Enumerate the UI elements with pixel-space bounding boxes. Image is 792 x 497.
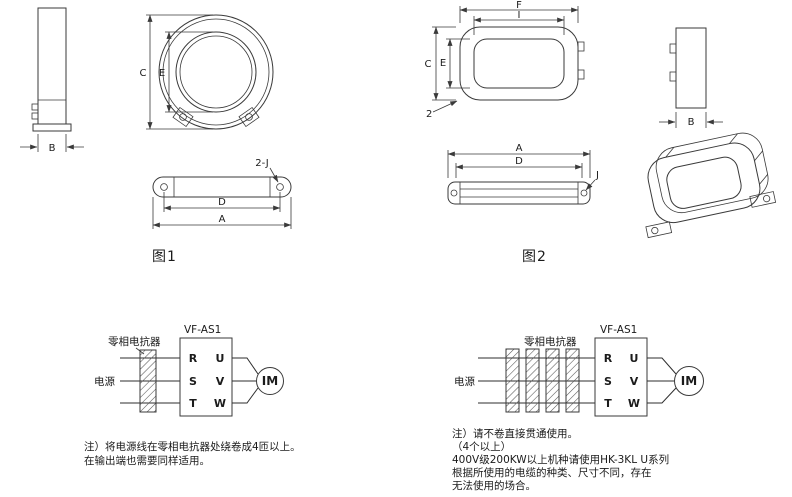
fig2-dim-e-label: E xyxy=(440,58,446,69)
sch1-power-label: 电源 xyxy=(94,375,115,388)
fig1-mount-tab-right xyxy=(238,106,260,128)
sch2-terminal-t: T xyxy=(604,397,612,410)
fig1-side-view: B xyxy=(20,7,84,154)
fig2-dim-b-label: B xyxy=(688,117,695,128)
fig2-3d-foot-right xyxy=(749,191,777,208)
sch2-motor-circle xyxy=(674,366,704,396)
sch1-terminal-v: V xyxy=(216,375,225,388)
fig2-top-tab-2 xyxy=(577,69,585,80)
fig2-bottom-view: A D J xyxy=(447,143,599,205)
fig2-top-view: F I C E 2 xyxy=(425,0,585,120)
sch2-reactor-label: 零相电抗器 xyxy=(524,335,577,348)
sch2-terminal-v: V xyxy=(630,375,639,388)
sch2-note-line-3: 400V级200KW以上机种请使用HK-3KL U系列 xyxy=(452,453,669,466)
fig2-dim-f-label: F xyxy=(516,0,522,11)
fig1-ring-outer-circle xyxy=(158,14,274,130)
sch2-drive-label: VF-AS1 xyxy=(600,324,637,336)
fig2-top-inner xyxy=(473,38,565,89)
fig1-ring-inner-circle xyxy=(175,31,257,113)
sch1-motor-label: IM xyxy=(262,374,278,388)
sch2-inverter-box xyxy=(594,337,648,417)
sch2-note-line-5: 无法使用的场合。 xyxy=(452,479,536,492)
sch2-terminal-w: W xyxy=(628,397,640,410)
fig2-hole-left xyxy=(450,189,458,197)
sch2-terminal-r: R xyxy=(604,352,613,365)
sch1-note-line-2: 在输出端也需要同样适用。 xyxy=(84,454,210,467)
sch1-terminal-w: W xyxy=(214,397,226,410)
fig1-side-tab-1 xyxy=(31,103,39,111)
schematic2: 零相电抗器 VF-AS1 电源 R S T U V W IM 注）请不卷直接贯通… xyxy=(452,324,704,492)
fig1-dim-d-label: D xyxy=(218,197,226,208)
sch2-reactor-core-3 xyxy=(545,348,560,413)
fig2-hole-right xyxy=(580,189,588,197)
fig1-side-body xyxy=(37,7,67,125)
fig2-3d-outer xyxy=(647,142,761,224)
sch1-note-line-1: 注）将电源线在零相电抗器处绕卷成4匝以上。 xyxy=(84,440,301,453)
sch2-terminal-u: U xyxy=(630,352,639,365)
fig1-base-plate xyxy=(152,176,292,198)
sch1-inverter-box xyxy=(179,337,233,417)
fig1-dim-c-label: C xyxy=(140,68,147,79)
fig2-caption: 图2 xyxy=(522,249,547,265)
fig2-side-body xyxy=(675,27,707,109)
sch2-note-line-2: （4个以上） xyxy=(452,441,511,453)
fig2-thickness-label: 2 xyxy=(426,109,432,120)
fig2-dim-i-label: I xyxy=(518,10,521,21)
sch2-reactor-core-4 xyxy=(565,348,580,413)
sch1-terminal-r: R xyxy=(189,352,198,365)
fig2-top-outer xyxy=(459,26,579,101)
fig2-3d-inner xyxy=(666,156,742,209)
fig2-dim-j-label: J xyxy=(595,170,599,181)
sch2-reactor-core-2 xyxy=(525,348,540,413)
sch2-reactor-core-1 xyxy=(505,348,520,413)
fig1-hole-right xyxy=(276,183,284,191)
fig1-dim-a-label: A xyxy=(219,214,226,225)
fig2-dim-a-label: A xyxy=(516,143,523,154)
sch2-terminal-s: S xyxy=(604,375,612,388)
fig1-front-view: C E xyxy=(140,14,274,130)
fig2-top-tab-1 xyxy=(577,41,585,52)
fig2-base-plate xyxy=(447,181,591,205)
fig1-side-base xyxy=(32,123,72,132)
sch2-motor-label: IM xyxy=(681,374,697,388)
fig2-dim-d-label: D xyxy=(515,156,523,167)
fig2-3d-foot-left xyxy=(645,221,673,239)
figure2: F I C E 2 xyxy=(425,0,777,265)
sch1-terminal-s: S xyxy=(189,375,197,388)
fig2-3d-view xyxy=(645,132,777,239)
fig2-side-tab-2 xyxy=(669,71,677,82)
sch1-drive-label: VF-AS1 xyxy=(184,324,221,336)
fig2-dim-c-label: C xyxy=(425,59,432,70)
fig1-dim-b-label: B xyxy=(49,143,56,154)
fig1-caption: 图1 xyxy=(152,249,177,265)
sch2-power-label: 电源 xyxy=(454,375,475,388)
fig1-bottom-view: 2-J D A xyxy=(152,158,292,229)
sch1-terminal-u: U xyxy=(216,352,225,365)
sch1-terminal-t: T xyxy=(189,397,197,410)
sch1-motor-circle xyxy=(256,367,284,395)
fig2-side-view: B xyxy=(659,27,723,128)
sch2-note-line-4: 根据所使用的电缆的种类、尺寸不同，存在 xyxy=(452,466,652,479)
fig1-holes-label: 2-J xyxy=(255,158,268,169)
sch2-note-line-1: 注）请不卷直接贯通使用。 xyxy=(452,427,578,440)
figure1: B C E xyxy=(20,7,292,265)
fig2-side-tab-1 xyxy=(669,43,677,54)
fig1-mount-tab-left xyxy=(172,106,194,128)
sch1-reactor-core xyxy=(139,349,157,413)
fig1-side-tab-2 xyxy=(31,112,39,120)
sch1-reactor-label: 零相电抗器 xyxy=(108,335,161,348)
schematic1: 零相电抗器 VF-AS1 电源 R S T U V W IM 注）将电源线在零相… xyxy=(84,324,301,467)
fig1-dim-e-label: E xyxy=(159,68,165,79)
fig1-hole-left xyxy=(160,183,168,191)
